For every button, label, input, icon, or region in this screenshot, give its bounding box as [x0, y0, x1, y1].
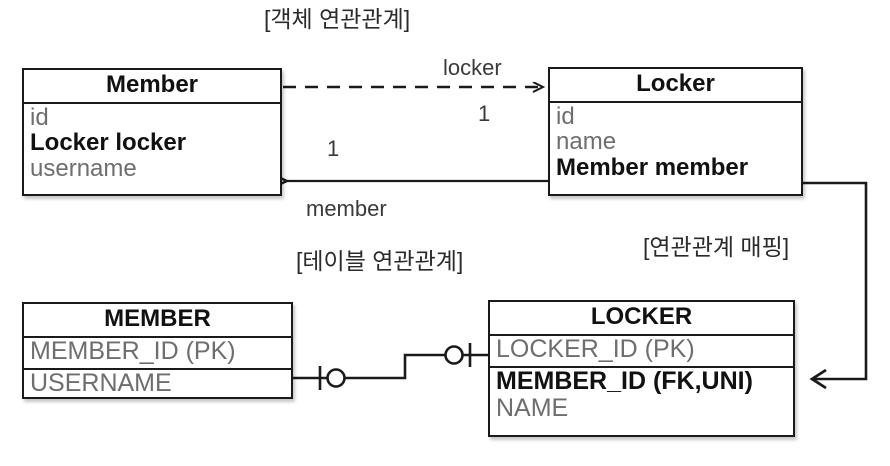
- table-box-member[interactable]: MEMBER MEMBER_ID (PK) USERNAME: [22, 302, 293, 399]
- class-attr-locker-2: Member member: [556, 153, 749, 181]
- class-attr-locker-1: name: [556, 128, 617, 156]
- edge-label-member: member: [306, 196, 387, 221]
- class-box-member[interactable]: Member id Locker locker username: [22, 68, 282, 196]
- table-col-locker-0: LOCKER_ID (PK): [496, 335, 695, 363]
- edge-member-table-to-locker-table: [293, 343, 488, 390]
- table-box-member-title: MEMBER: [104, 305, 211, 332]
- caption-object-relation: [객체 연관관계]: [264, 6, 411, 32]
- table-col-locker-1: MEMBER_ID (FK,UNI): [496, 367, 753, 395]
- table-col-member-0: MEMBER_ID (PK): [30, 337, 236, 365]
- class-box-locker-title: Locker: [636, 70, 715, 97]
- table-row-member-0: MEMBER_ID (PK): [24, 336, 291, 368]
- mapping-arrowhead: [809, 368, 827, 390]
- table-col-member-1: USERNAME: [30, 369, 172, 397]
- class-box-member-title: Member: [105, 71, 199, 98]
- class-attr-locker-0: id: [556, 103, 575, 130]
- edge-multiplicity-member: 1: [327, 136, 340, 161]
- table-box-locker-title: LOCKER: [590, 303, 693, 330]
- edge-multiplicity-locker: 1: [478, 101, 491, 126]
- class-attr-member-2: username: [30, 154, 137, 182]
- edge-mapping-locker-class-to-fk: [803, 181, 868, 390]
- table-row-locker-0: LOCKER_ID (PK): [490, 334, 793, 366]
- caption-association-mapping: [연관관계 매핑]: [643, 234, 790, 260]
- class-box-locker[interactable]: Locker id name Member member: [548, 67, 803, 196]
- table-row-member-1: USERNAME: [24, 368, 291, 399]
- caption-table-relation: [테이블 연관관계]: [296, 248, 464, 274]
- class-box-locker-attributes: id name Member member: [550, 101, 801, 180]
- class-attr-member-0: id: [30, 104, 49, 131]
- table-col-locker-2: NAME: [496, 393, 569, 422]
- table-box-locker[interactable]: LOCKER LOCKER_ID (PK) MEMBER_ID (FK,UNI)…: [488, 300, 795, 437]
- cardinality-zero-locker: [444, 345, 464, 365]
- table-row-locker-1: MEMBER_ID (FK,UNI) NAME: [490, 366, 793, 435]
- class-attr-member-1: Locker locker: [30, 129, 187, 157]
- class-box-member-attributes: id Locker locker username: [24, 102, 280, 181]
- edge-label-locker: locker: [443, 55, 502, 80]
- cardinality-zero-member: [326, 368, 346, 388]
